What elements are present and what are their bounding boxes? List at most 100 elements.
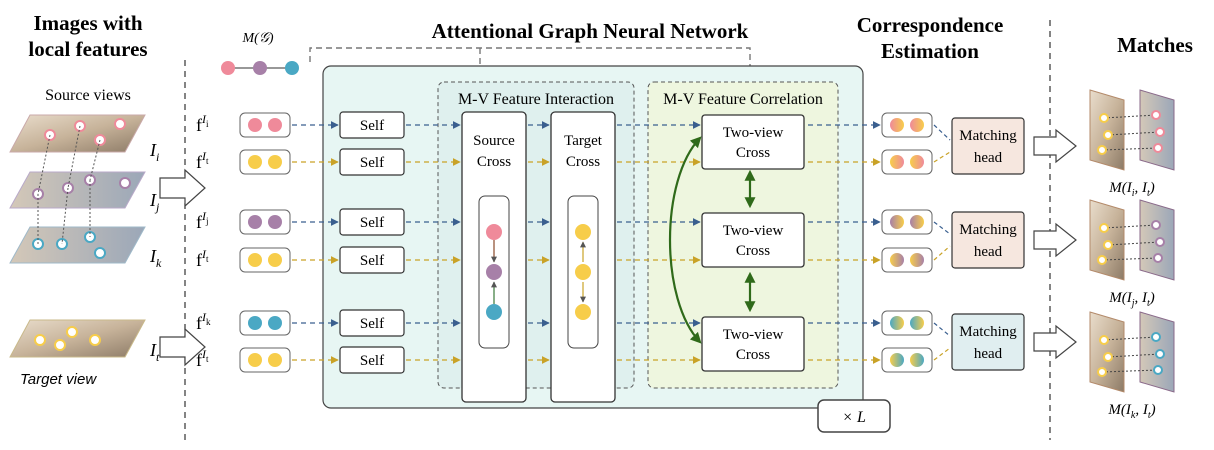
matching-head-label-2: head xyxy=(974,150,1003,166)
source-view-j: Ij xyxy=(9,171,160,214)
feature-dot xyxy=(268,253,282,267)
feature-pill xyxy=(239,347,291,373)
view-label-k: Ik xyxy=(149,246,162,270)
feature-label: fIj xyxy=(196,209,209,232)
source-view-i: Ii xyxy=(9,114,159,164)
target-node-1 xyxy=(575,224,591,240)
source-view-k: Ik xyxy=(9,226,162,270)
match-output-1: M(Ii, It) xyxy=(1089,89,1175,199)
feature-dot xyxy=(248,215,262,229)
output-pill xyxy=(881,247,933,273)
header-corr-line1: Correspondence xyxy=(857,13,1004,37)
graph-icon: M(𝒢) xyxy=(221,31,299,75)
match-target-image xyxy=(1089,199,1125,281)
feature-row-4: fIt Self xyxy=(196,246,933,274)
feature-pill xyxy=(239,247,291,273)
target-node-2 xyxy=(575,264,591,280)
output-dot xyxy=(910,253,924,267)
feature-dot xyxy=(248,253,262,267)
header-images: Images with local features xyxy=(28,11,147,61)
header-agnn: Attentional Graph Neural Network xyxy=(432,19,749,43)
self-label: Self xyxy=(360,215,384,231)
self-box xyxy=(339,346,405,374)
feature-label: fIt xyxy=(196,247,209,270)
source-view-links xyxy=(37,125,101,245)
feature-pill xyxy=(239,209,291,235)
matching-head-box xyxy=(951,117,1025,175)
output-pill xyxy=(881,209,933,235)
two-view-box xyxy=(701,212,805,268)
target-cross-block: Target Cross xyxy=(550,111,616,403)
output-dot xyxy=(910,118,924,132)
two-view-label-1: Two-view xyxy=(723,223,784,239)
match-output-2: M(Ij, It) xyxy=(1089,199,1175,309)
output-dot xyxy=(890,253,904,267)
two-view-box xyxy=(701,114,805,170)
output-pill xyxy=(881,149,933,175)
feature-dot xyxy=(248,118,262,132)
feature-dot xyxy=(268,155,282,169)
matching-head-1: Matching head xyxy=(933,117,1077,175)
mv-interaction-title: M-V Feature Interaction xyxy=(458,91,614,108)
header-correspondence: Correspondence Estimation xyxy=(857,13,1004,63)
target-view: It xyxy=(9,319,160,364)
self-label: Self xyxy=(360,155,384,171)
self-label: Self xyxy=(360,316,384,332)
feature-row-3: fIj Self xyxy=(196,208,933,236)
view-label-i: Ii xyxy=(149,140,159,164)
output-dot xyxy=(890,155,904,169)
graph-label: M(𝒢) xyxy=(242,31,274,46)
output-pill xyxy=(881,112,933,138)
feature-dot xyxy=(268,118,282,132)
header-matches: Matches xyxy=(1117,33,1193,57)
self-box xyxy=(339,208,405,236)
self-label: Self xyxy=(360,253,384,269)
feature-label: fIi xyxy=(196,112,209,135)
output-pill xyxy=(881,310,933,336)
feature-row-5: fIk Self xyxy=(196,309,933,337)
matching-head-label-2: head xyxy=(974,244,1003,260)
feature-label: fIk xyxy=(196,310,211,333)
two-view-links xyxy=(668,136,756,344)
two-view-label-2: Cross xyxy=(736,347,770,363)
source-cross-label-1: Source xyxy=(473,133,515,149)
feature-dot xyxy=(268,316,282,330)
view-label-t: It xyxy=(149,340,160,364)
two-view-label-1: Two-view xyxy=(723,125,784,141)
output-dot xyxy=(910,155,924,169)
output-dot xyxy=(910,215,924,229)
header-corr-line2: Estimation xyxy=(881,39,979,63)
match-target-image xyxy=(1089,89,1125,171)
self-box xyxy=(339,148,405,176)
feature-pill xyxy=(239,310,291,336)
target-view-label: Target view xyxy=(20,371,97,388)
self-box xyxy=(339,309,405,337)
match-label: M(Ik, It) xyxy=(1107,402,1155,421)
target-cross-label-2: Cross xyxy=(566,154,600,170)
target-cross-label-1: Target xyxy=(564,133,603,149)
feature-dot xyxy=(268,215,282,229)
output-dot xyxy=(910,353,924,367)
feature-label: fIt xyxy=(196,347,209,370)
repeat-box xyxy=(817,399,891,433)
source-cross-block: Source Cross xyxy=(461,111,527,403)
output-dot xyxy=(890,353,904,367)
matching-head-box xyxy=(951,211,1025,269)
feature-label: fIt xyxy=(196,149,209,172)
self-box xyxy=(339,111,405,139)
source-views-label: Source views xyxy=(45,87,131,104)
two-view-box xyxy=(701,316,805,372)
matching-head-label-1: Matching xyxy=(959,128,1017,144)
two-view-label-2: Cross xyxy=(736,243,770,259)
source-cross-label-2: Cross xyxy=(477,154,511,170)
feature-dot xyxy=(248,353,262,367)
target-node-3 xyxy=(575,304,591,320)
